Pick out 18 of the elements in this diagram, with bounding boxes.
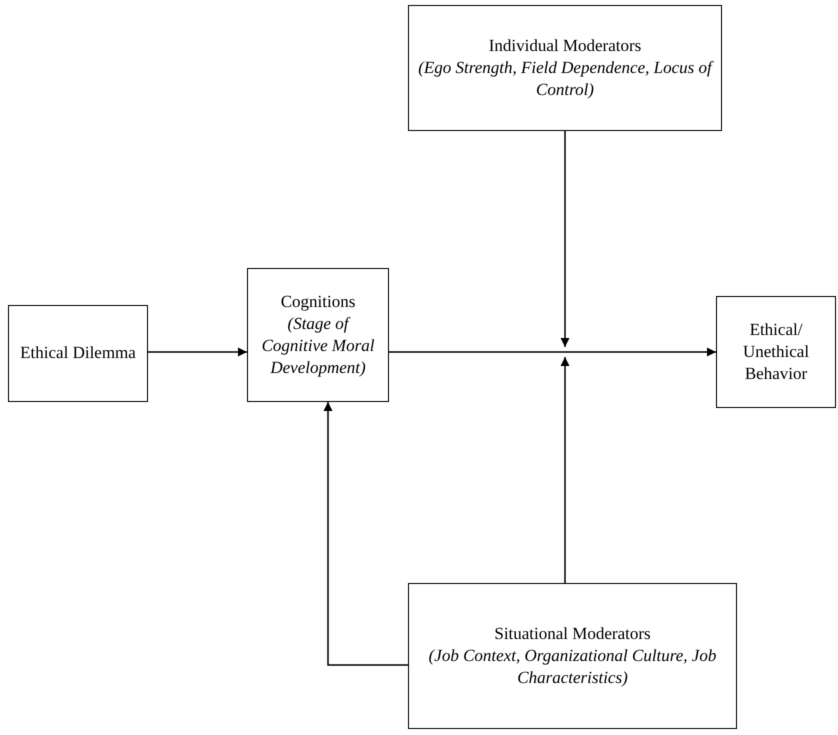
arrow — [560, 357, 570, 583]
process-box — [716, 296, 836, 408]
arrow — [148, 348, 247, 356]
arrow — [324, 402, 408, 666]
box-description: (Ego Strength, Field Dependence, Locus of Control) — [417, 56, 713, 102]
box-title: Individual Moderators — [488, 34, 642, 57]
arrow — [560, 131, 570, 347]
process-box — [408, 583, 737, 729]
arrow — [389, 348, 716, 356]
process-box — [247, 268, 389, 402]
box-title: Situational Moderators — [494, 622, 651, 645]
process-box — [8, 305, 148, 402]
process-box — [408, 5, 722, 131]
box-title: Ethical Dilemma — [20, 342, 136, 364]
box-description: (Stage of Cognitive Moral Development) — [260, 312, 376, 380]
box-description: (Job Context, Organizational Culture, Job Characteristics) — [428, 644, 718, 690]
box-title: Cognitions — [280, 290, 356, 313]
box-title: Ethical/ Unethical Behavior — [742, 318, 810, 386]
